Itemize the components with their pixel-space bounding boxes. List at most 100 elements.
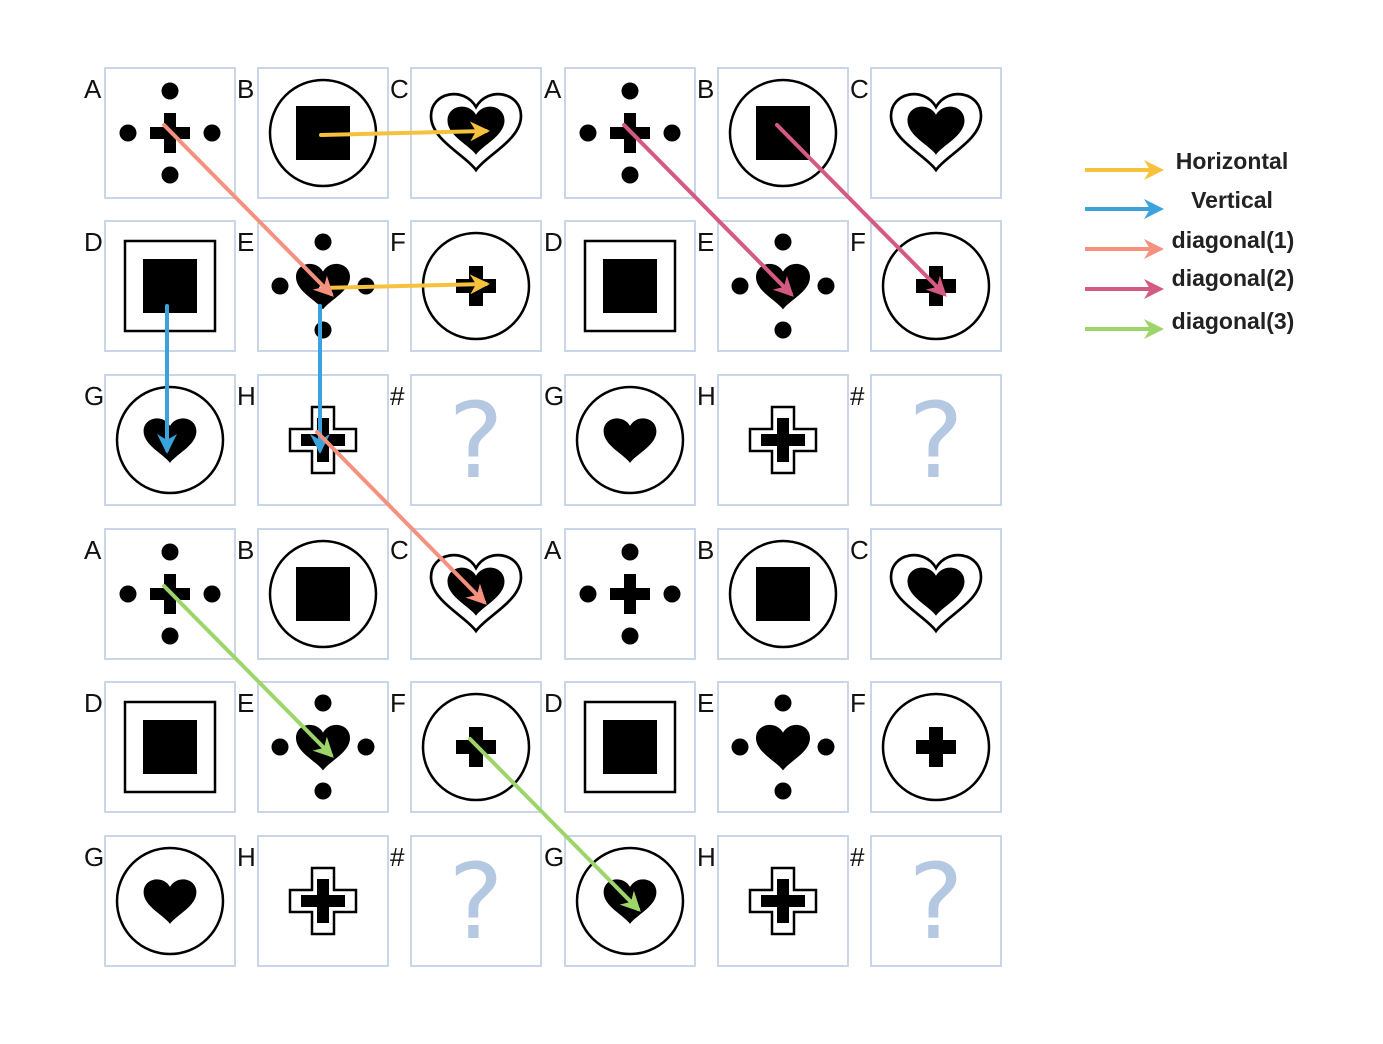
puzzle-cell-1-6: G xyxy=(544,374,696,506)
symbol-heart-dots-g1-c4-dot-1 xyxy=(774,321,792,339)
symbol-circle-heart-g1-c6-heart xyxy=(603,418,657,463)
symbol-plus-dots-g0-c0-dot-0 xyxy=(161,82,179,100)
symbol-heart-dots-g3-c4-dot-2 xyxy=(731,738,749,756)
puzzle-cell-0-7: H xyxy=(237,374,389,506)
puzzle-cell-0-8: #? xyxy=(390,374,542,506)
symbol-plus-dots-g0-c0-dot-3 xyxy=(203,124,221,142)
symbol-plus-dots-g0-c0-dot-1 xyxy=(161,166,179,184)
puzzle-cell-0-0: A xyxy=(84,67,236,199)
puzzle-cell-1-0: A xyxy=(544,67,696,199)
puzzle-cell-3-4: E xyxy=(697,681,849,813)
cell-label: A xyxy=(544,74,562,104)
cell-label: # xyxy=(390,381,405,411)
symbol-circle-plus-g1-c5-ring xyxy=(881,231,991,341)
cell-label: E xyxy=(237,227,254,257)
cell-label: H xyxy=(697,381,716,411)
cell-label: G xyxy=(544,842,564,872)
symbol-heart-outline-g3-c2-core xyxy=(907,567,965,616)
cell-label: G xyxy=(544,381,564,411)
puzzle-cell-2-5: F xyxy=(390,681,542,813)
puzzle-cell-3-6: G xyxy=(544,835,696,967)
legend-label-vertical: Vertical xyxy=(1191,187,1273,213)
legend-item-horizontal: Horizontal xyxy=(1085,148,1288,180)
cell-frame xyxy=(717,374,849,506)
symbol-plus-dots-g1-c0-dot-1 xyxy=(621,166,639,184)
puzzle-cell-1-3: D xyxy=(544,220,696,352)
puzzle-cell-1-7: H xyxy=(697,374,849,506)
puzzle-cell-2-0: A xyxy=(84,528,236,660)
cell-frame xyxy=(104,681,236,813)
puzzle-cell-3-5: F xyxy=(850,681,1002,813)
puzzle-cell-3-0: A xyxy=(544,528,696,660)
puzzle-cell-2-8: #? xyxy=(390,835,542,967)
cell-label: # xyxy=(390,842,405,872)
arrow-diagonal1-4 xyxy=(162,123,334,297)
symbol-plus-dots-g3-c0-plus-h xyxy=(610,588,650,600)
symbol-plus-dots-g3-c0-dot-3 xyxy=(663,585,681,603)
puzzle-cell-0-3: D xyxy=(84,220,236,352)
symbol-framed-square-g3-c3-frame xyxy=(583,700,677,794)
symbol-plus-dots-g3-c0-dot-2 xyxy=(579,585,597,603)
symbol-circle-plus-g2-c5-ring xyxy=(421,692,531,802)
puzzle-cell-1-4: E xyxy=(697,220,849,352)
symbol-heart-dots-g3-c4-dot-1 xyxy=(774,782,792,800)
cell-label: C xyxy=(850,535,869,565)
cell-label: A xyxy=(84,74,102,104)
symbol-framed-square-g0-c3-frame xyxy=(123,239,217,333)
legend-label-diagonal3: diagonal(3) xyxy=(1172,308,1295,334)
legend-item-diagonal2: diagonal(2) xyxy=(1085,265,1295,299)
legend-item-diagonal3: diagonal(3) xyxy=(1085,308,1295,339)
symbol-circle-square-g2-c1-ring xyxy=(268,539,378,649)
legend-item-diagonal1: diagonal(1) xyxy=(1085,227,1294,259)
cell-label: B xyxy=(697,535,714,565)
cell-frame xyxy=(410,374,542,506)
cell-label: # xyxy=(850,842,865,872)
puzzle-cell-1-1: B xyxy=(697,67,849,199)
cell-label: G xyxy=(84,381,104,411)
cell-frame xyxy=(410,835,542,967)
puzzle-cell-3-2: C xyxy=(850,528,1002,660)
cell-label: D xyxy=(544,227,563,257)
arrow-diagonal1-5 xyxy=(315,430,487,605)
symbol-heart-dots-g3-c4-dot-0 xyxy=(774,694,792,712)
symbol-plus-dots-g2-c0-dot-2 xyxy=(119,585,137,603)
symbol-circle-square-g1-c1-ring xyxy=(728,78,838,188)
symbol-circle-heart-g1-c6-ring xyxy=(575,385,685,495)
cell-label: G xyxy=(84,842,104,872)
symbol-plus-dots-g2-c0-dot-3 xyxy=(203,585,221,603)
cell-label: F xyxy=(850,227,866,257)
legend-label-diagonal2: diagonal(2) xyxy=(1172,265,1295,291)
arrow-horizontal-1 xyxy=(319,274,490,295)
cell-label: A xyxy=(544,535,562,565)
symbol-framed-square-g1-c3-frame xyxy=(583,239,677,333)
symbol-heart-dots-g3-c4-dot-3 xyxy=(817,738,835,756)
symbol-framed-square-g2-c3-frame xyxy=(123,700,217,794)
cell-label: B xyxy=(237,74,254,104)
cell-label: F xyxy=(390,227,406,257)
cell-label: C xyxy=(850,74,869,104)
cell-label: B xyxy=(237,535,254,565)
cell-label: E xyxy=(697,688,714,718)
puzzle-cell-2-6: G xyxy=(84,835,236,967)
symbol-question-g1-c8-mark: ? xyxy=(908,380,963,502)
symbol-circle-heart-g2-c6-ring xyxy=(115,846,225,956)
puzzle-cell-2-4: E xyxy=(237,681,389,813)
symbol-heart-dots-g1-c4-dot-2 xyxy=(731,277,749,295)
symbol-heart-dots-g0-c4-dot-0 xyxy=(314,233,332,251)
arrow-diagonal2-7 xyxy=(775,123,947,297)
puzzle-cell-1-5: F xyxy=(850,220,1002,352)
puzzle-cell-2-1: B xyxy=(237,528,389,660)
puzzle-cell-2-2: C xyxy=(390,528,542,660)
puzzle-cell-1-8: #? xyxy=(850,374,1002,506)
arrow-diagonal2-6 xyxy=(622,123,794,297)
symbol-heart-dots-g1-c4-dot-3 xyxy=(817,277,835,295)
cell-label: E xyxy=(697,227,714,257)
symbol-heart-dots-g2-c4-dot-0 xyxy=(314,694,332,712)
cell-label: C xyxy=(390,535,409,565)
symbol-heart-dots-g0-c4-dot-1 xyxy=(314,321,332,339)
symbol-plus-dots-g2-c0-dot-1 xyxy=(161,627,179,645)
symbol-question-g2-c8-mark: ? xyxy=(448,841,503,963)
